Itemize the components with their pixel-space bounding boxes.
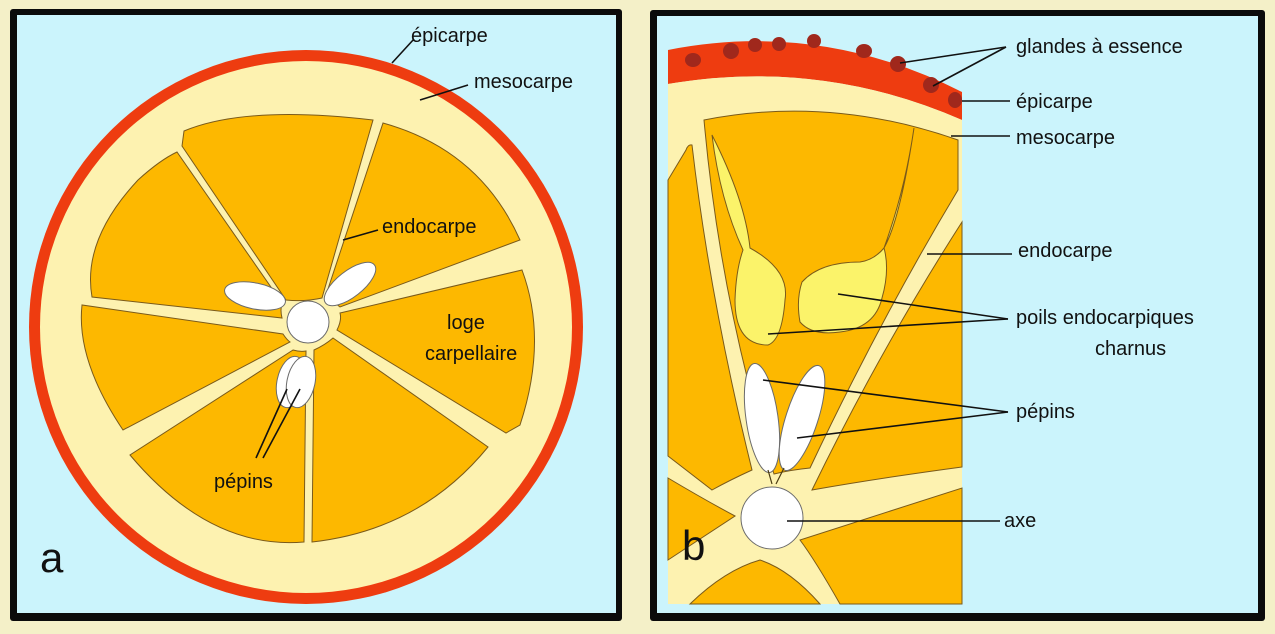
label-epicarpe: épicarpe [411, 25, 488, 47]
label-endocarpe: endocarpe [1018, 240, 1113, 262]
oil-gland [685, 53, 701, 67]
oil-gland [807, 34, 821, 48]
oil-gland [723, 43, 739, 59]
label-epicarpe: épicarpe [1016, 91, 1093, 113]
label-axe: axe [1004, 510, 1036, 532]
panel-a: épicarpe mesocarpe endocarpe loge carpel… [10, 9, 622, 621]
label-pepins: pépins [214, 471, 273, 493]
central-axis [287, 301, 329, 343]
panel-b: glandes à essence épicarpe mesocarpe end… [650, 10, 1265, 621]
label-charnus: charnus [1095, 338, 1166, 360]
oil-gland [890, 56, 906, 72]
oil-gland [748, 38, 762, 52]
panel-letter-b: b [682, 522, 705, 569]
label-pepins: pépins [1016, 401, 1075, 423]
label-mesocarpe: mesocarpe [474, 71, 573, 93]
label-endocarpe: endocarpe [382, 216, 477, 238]
oil-gland [772, 37, 786, 51]
oil-gland [948, 92, 962, 108]
label-mesocarpe: mesocarpe [1016, 127, 1115, 149]
label-glandes-a-essence: glandes à essence [1016, 36, 1183, 58]
label-carpellaire: carpellaire [425, 343, 517, 365]
panel-letter-a: a [40, 534, 64, 581]
oil-gland [923, 77, 939, 93]
label-loge: loge [447, 312, 485, 334]
central-axis [741, 487, 803, 549]
oil-gland [856, 44, 872, 58]
label-poils-endocarpiques: poils endocarpiques [1016, 307, 1194, 329]
